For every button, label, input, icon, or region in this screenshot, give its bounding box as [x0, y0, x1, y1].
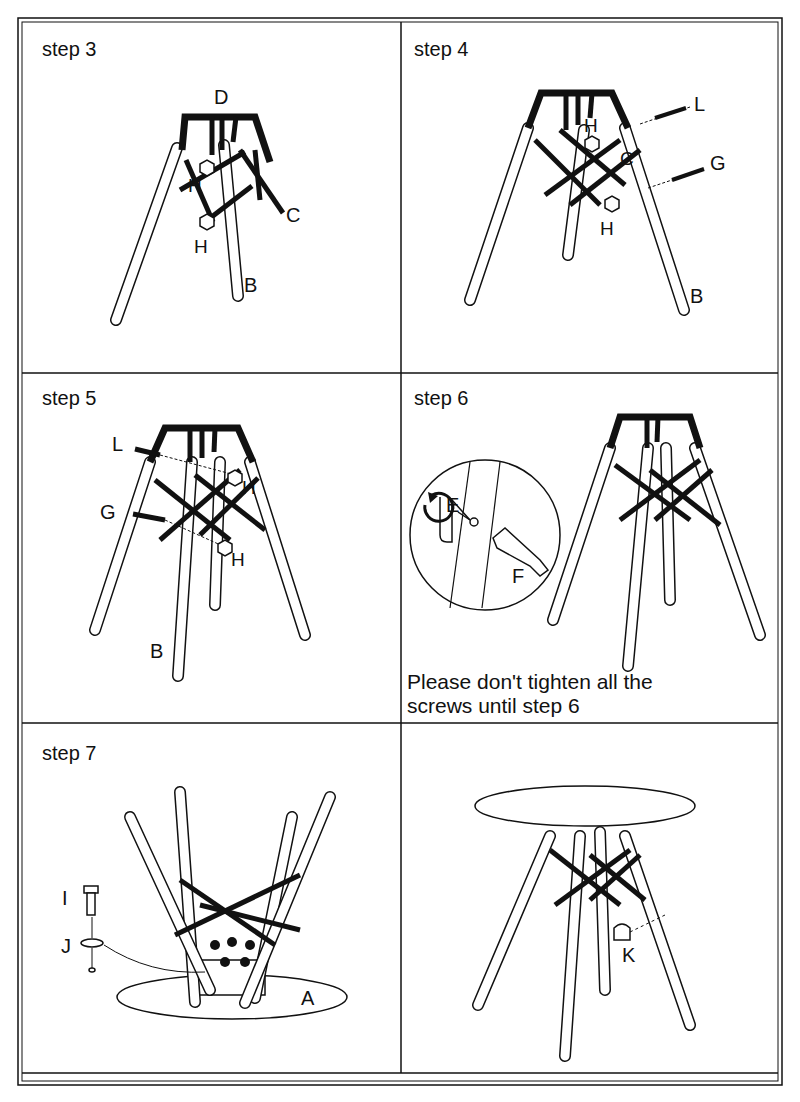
part-label: B: [150, 640, 163, 663]
part-label: G: [710, 152, 726, 175]
part-label: H: [584, 115, 598, 137]
part-label: G: [100, 501, 116, 524]
part-label: H: [188, 175, 202, 197]
part-label: C: [286, 204, 300, 227]
step-title: step 7: [42, 742, 96, 765]
part-label: L: [112, 433, 123, 456]
step-title: step 6: [414, 387, 468, 410]
part-label: D: [214, 86, 228, 109]
part-label: B: [244, 274, 257, 297]
part-label: L: [694, 93, 705, 116]
part-label: A: [301, 987, 314, 1010]
part-label: C: [620, 148, 634, 170]
part-label: H: [231, 549, 245, 571]
part-label: F: [512, 565, 524, 588]
step-title: step 3: [42, 38, 96, 61]
part-label: H: [194, 236, 208, 258]
step-title: step 5: [42, 387, 96, 410]
part-label: B: [690, 285, 703, 308]
part-label: I: [62, 887, 68, 910]
part-label: H: [242, 477, 256, 499]
note-text: Please don't tighten all the screws unti…: [407, 670, 707, 718]
part-label: H: [600, 218, 614, 240]
step-title: step 4: [414, 38, 468, 61]
part-label: E: [446, 494, 459, 517]
part-label: K: [622, 944, 635, 967]
part-label: J: [61, 935, 71, 958]
